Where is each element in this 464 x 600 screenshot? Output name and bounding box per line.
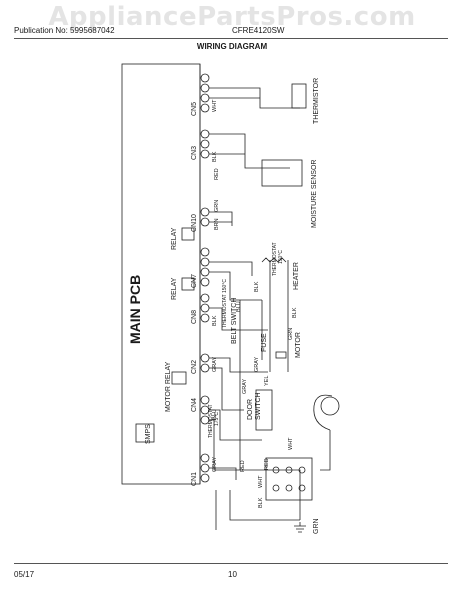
- wire-gray-4: GRAY: [254, 356, 260, 372]
- page-title: WIRING DIAGRAM: [196, 42, 268, 51]
- page-number: 10: [228, 570, 237, 579]
- ground-symbol: [294, 522, 306, 533]
- footer-rule: [14, 563, 448, 564]
- header-rule: [14, 38, 448, 39]
- relay-b-label: RELAY: [171, 227, 178, 250]
- connector-cn8: CN8: [191, 310, 198, 324]
- main-pcb-outline: [121, 63, 201, 485]
- wire-red-3: RED: [264, 458, 270, 470]
- wires: [209, 87, 331, 530]
- fuse-symbol: [275, 351, 287, 359]
- wire-blu-1: BLU: [212, 409, 218, 420]
- relay-b-symbol: [181, 227, 195, 241]
- wire-blk-3: BLK: [254, 281, 260, 292]
- wire-gray-1: GRAY: [212, 456, 218, 472]
- wire-blk-1: BLK: [212, 315, 218, 326]
- thermostat-a-label: THERMOSTAT: [208, 404, 214, 438]
- wire-gray-2: GRAY: [212, 356, 218, 372]
- wire-yel-1: YEL: [264, 376, 270, 386]
- wire-wht-3: WHT: [288, 437, 294, 450]
- moisture-sensor-symbol: [261, 159, 303, 187]
- belt-switch-label: BELT SWITCH: [231, 298, 238, 344]
- wire-blk-4: BLK: [292, 307, 298, 318]
- moisture-sensor-label: MOISTURE SENSOR: [311, 160, 318, 228]
- heater-coil-symbol: [261, 257, 287, 263]
- wire-wht-1: WHT: [212, 99, 218, 112]
- connector-cn10: CN10: [191, 214, 198, 232]
- wire-red-1: RED: [214, 168, 220, 180]
- motor-label: MOTOR: [295, 332, 302, 358]
- door-switch-label-2: SWITCH: [255, 392, 262, 420]
- wire-wht-2: WHT: [258, 475, 264, 488]
- relay-a-symbol: [181, 277, 195, 291]
- wire-gray-3: GRAY: [242, 378, 248, 394]
- smps-box: [135, 423, 155, 443]
- connector-cn2: CN2: [191, 360, 198, 374]
- watermark: AppliancePartsPros.com: [48, 2, 416, 32]
- wire-grn-2: GRN: [288, 328, 294, 340]
- wire-blu-2: BLU: [236, 301, 242, 312]
- thermostat-b-label: THERMOSTAT: [272, 242, 278, 276]
- wire-red-2: RED: [240, 460, 246, 472]
- smps-label: SMPS: [145, 424, 152, 444]
- thermostat-b-temp: 150°C: [278, 250, 284, 264]
- ground-grn-label: GRN: [313, 518, 320, 534]
- thermostat-c-label: THERMOSTAT 150°C: [222, 279, 228, 328]
- connector-cn7: CN7: [191, 274, 198, 288]
- wire-blk-2: BLK: [212, 151, 218, 162]
- thermostat-a-temp: 175°C: [214, 412, 220, 426]
- heater-label: HEATER: [293, 262, 300, 290]
- terminal-block: [265, 457, 313, 501]
- power-cord: [313, 394, 333, 431]
- publication-number: Publication No: 5995687042: [14, 26, 115, 35]
- power-plug-symbol: [320, 396, 340, 416]
- wire-grn-1: GRN: [214, 200, 220, 212]
- terminal-screws: [272, 466, 306, 492]
- motor-relay-symbol: [171, 371, 187, 385]
- fuse-label: FUSE: [261, 333, 268, 352]
- relay-a-label: RELAY: [171, 277, 178, 300]
- door-switch-symbol: [255, 389, 273, 431]
- thermistor-label: THERMISTOR: [313, 78, 320, 124]
- wire-brn: BRN: [214, 218, 220, 230]
- wire-blk-5: BLK: [258, 497, 264, 508]
- main-pcb-label: MAIN PCB: [127, 275, 143, 344]
- model-number: CFRE4120SW: [232, 26, 285, 35]
- connector-cn4: CN4: [191, 398, 198, 412]
- connector-cn1: CN1: [191, 472, 198, 486]
- motor-relay-label: MOTOR RELAY: [165, 361, 172, 412]
- door-switch-label-1: DOOR: [247, 399, 254, 420]
- thermistor-symbol: [291, 83, 307, 109]
- connector-cn5: CN5: [191, 102, 198, 116]
- footer-date: 05/17: [14, 570, 35, 579]
- connector-cn3: CN3: [191, 146, 198, 160]
